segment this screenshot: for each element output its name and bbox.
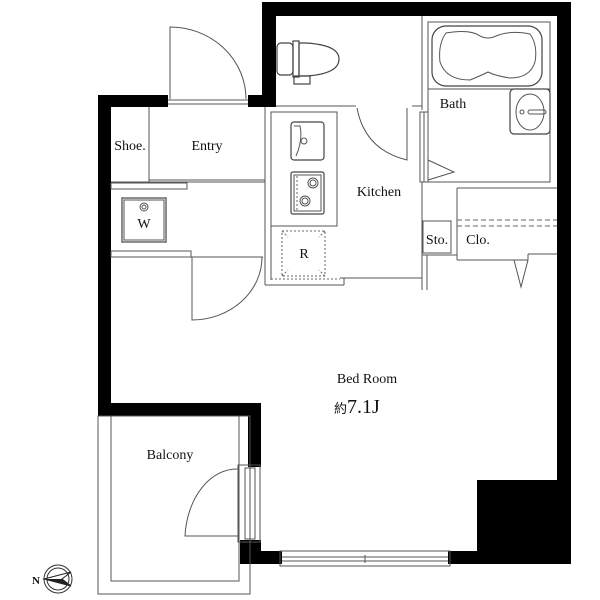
exterior-walls: [98, 2, 571, 564]
front-door[interactable]: [168, 26, 248, 105]
bedroom-area-value: 7.1J: [347, 396, 380, 418]
room-label-kitchen: Kitchen: [357, 185, 401, 200]
room-label-shoe: Shoe.: [114, 139, 146, 154]
kitchen-sink: [290, 121, 325, 161]
room-label-storage: Sto.: [426, 233, 448, 248]
balcony-door[interactable]: [184, 464, 261, 543]
washer-label: W: [137, 217, 151, 232]
refrigerator-label: R: [299, 247, 309, 262]
entry-partitions: [110, 107, 266, 285]
bathtub: [431, 25, 543, 87]
bedroom-area-prefix: 約: [334, 401, 347, 416]
storage: [421, 182, 457, 290]
balcony: [97, 415, 251, 595]
compass-north-label: N: [32, 575, 40, 587]
room-label-balcony: Balcony: [147, 448, 194, 463]
room-label-bath: Bath: [440, 97, 466, 112]
room-label-closet: Clo.: [466, 233, 490, 248]
bath-vanity: [509, 88, 551, 135]
room-label-bedroom: Bed Room: [337, 372, 397, 387]
bedroom-door[interactable]: [191, 256, 263, 321]
toilet-room: [276, 16, 423, 110]
laundry-shelf: [110, 250, 192, 258]
washer: [121, 197, 167, 243]
closet: [456, 187, 557, 289]
toilet: [276, 40, 340, 85]
bath-door[interactable]: [419, 111, 456, 183]
bedroom-window[interactable]: [279, 550, 451, 567]
toilet-door[interactable]: [356, 107, 408, 161]
kitchen-counter: [270, 111, 338, 280]
stove: [290, 171, 325, 215]
room-label-entry: Entry: [191, 139, 222, 154]
refrigerator-space: [271, 230, 340, 280]
compass-icon: N: [32, 564, 73, 594]
